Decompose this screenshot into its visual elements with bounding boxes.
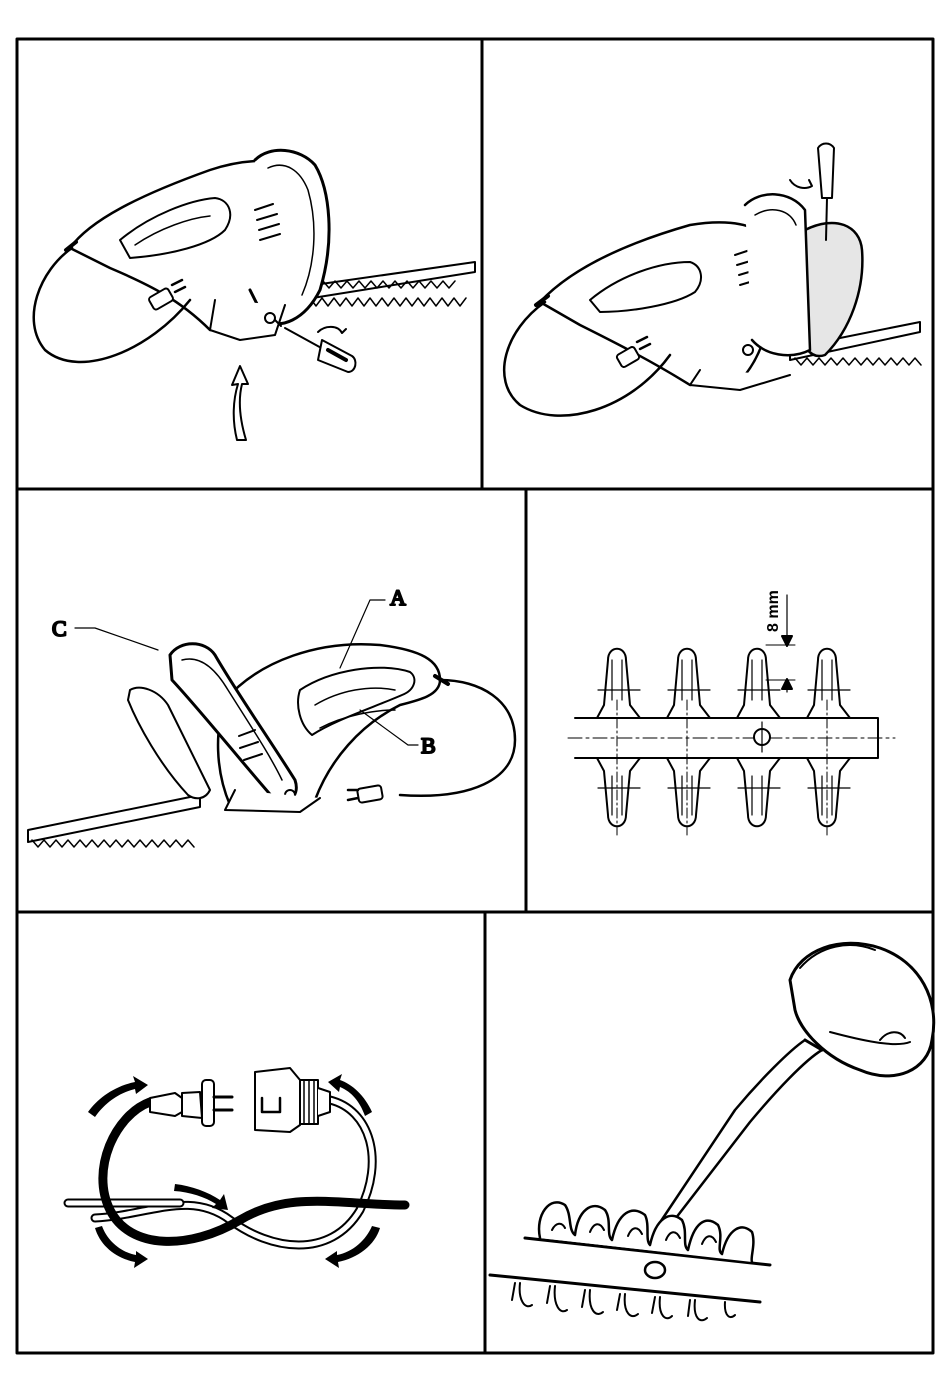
plug-icon-3 [348,785,383,803]
panel-blade-gap: 8 mm [568,590,895,835]
blade-diagram-icon [568,595,895,835]
label-c: C [52,616,67,641]
screwdriver-icon [285,327,355,372]
panel-cord-loop [68,1068,405,1268]
arrow-up-icon [232,366,248,440]
cord-loop-icon [68,1100,405,1245]
oil-can-icon [655,943,934,1236]
gap-dimension-label: 8 mm [765,590,782,632]
label-b: B [421,733,436,758]
panel-parts: A B C [28,585,515,847]
panel-oil-blade [490,943,934,1320]
label-a: A [390,585,406,610]
blade-teeth-upper [525,1202,770,1278]
blade-teeth-lower [490,1275,760,1320]
panel-open-guard [504,144,921,416]
panel-remove-cover [34,150,475,440]
plug-icon-4 [150,1080,232,1126]
hedge-trimmer-icon-2 [504,194,862,415]
socket-icon [255,1068,330,1132]
hedge-trimmer-icon-3 [128,644,515,812]
hedge-trimmer-icon [34,150,329,362]
blade-bar-3 [28,795,200,847]
